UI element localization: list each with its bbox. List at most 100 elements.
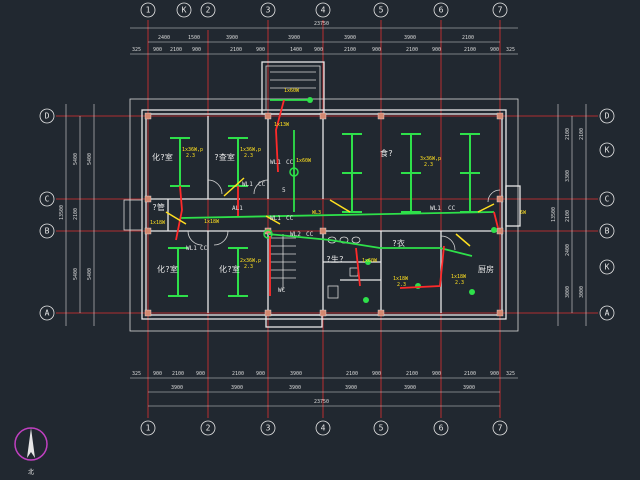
- axis-lines: [56, 20, 598, 418]
- dim-value: 2400: [158, 35, 170, 41]
- switch-label: 5: [282, 187, 286, 194]
- axis-label: 7: [498, 6, 503, 15]
- room-small: ?管: [152, 202, 165, 212]
- axis-label: B: [605, 227, 610, 236]
- circuit-label: CC: [448, 205, 456, 212]
- dim-value: 5400: [73, 153, 79, 165]
- lamp-label: 1x60W: [362, 258, 378, 264]
- dim-value: 900: [490, 47, 499, 53]
- room-wc: ?生?: [326, 254, 344, 264]
- axis-label: 2: [206, 424, 211, 433]
- dim-value: 13500: [551, 207, 557, 222]
- dim-value: 2100: [565, 128, 571, 140]
- room-lab3: 化?室: [219, 264, 240, 274]
- svg-text:北: 北: [28, 468, 34, 476]
- dim-value: 3900: [171, 385, 183, 391]
- light-fixtures: [168, 97, 497, 303]
- dim-value: 900: [153, 47, 162, 53]
- dim-value: 2100: [464, 371, 476, 377]
- axis-label: 5: [379, 424, 384, 433]
- lamp-label: 1x18W: [204, 219, 220, 225]
- axis-label: K: [182, 6, 187, 15]
- room-lab1: 化?室: [152, 152, 173, 162]
- dim-value: 2100: [406, 371, 418, 377]
- dim-value: 900: [372, 371, 381, 377]
- dim-value: 900: [256, 47, 265, 53]
- axis-bubbles-left: D C B A: [39, 108, 55, 321]
- dim-value: 2100: [230, 47, 242, 53]
- lamp-label: 2x36W,p: [240, 258, 261, 264]
- dim-value: 3900: [226, 35, 238, 41]
- dim-value: 3000: [579, 286, 585, 298]
- dim-value: 1400: [290, 47, 302, 53]
- panel-label: AL1: [232, 205, 243, 212]
- lamp-label: 3x36W,p: [420, 156, 441, 162]
- room-kitchen: 厨房: [478, 264, 494, 274]
- dim-value: 2100: [346, 371, 358, 377]
- axis-bubbles-right: D K C B K A: [599, 108, 615, 321]
- dim-value: 5400: [87, 153, 93, 165]
- axis-label: 6: [439, 6, 444, 15]
- dim-value: 13500: [59, 205, 65, 220]
- axis-label: K: [605, 263, 610, 272]
- axis-label: D: [45, 112, 50, 121]
- axis-label: C: [605, 195, 610, 204]
- dim-value: 900: [314, 47, 323, 53]
- lamp-label: 6W: [520, 210, 527, 216]
- circuit-label: CC: [286, 159, 294, 166]
- circuit-label: CC: [200, 245, 208, 252]
- dim-value: 325: [132, 371, 141, 377]
- lamp-label: 1x13W: [274, 122, 290, 128]
- dimension-right: 2100 3300 2100 2400 3000 13500 2100 3000: [551, 104, 587, 326]
- dim-value: 2100: [344, 47, 356, 53]
- lamp-label: 1x18W: [150, 220, 166, 226]
- dim-value: 900: [490, 371, 499, 377]
- axis-label: 5: [379, 6, 384, 15]
- lamp-height: 2.3: [244, 264, 253, 270]
- lamp-label: 1x18W: [393, 276, 409, 282]
- axis-label: 2: [206, 6, 211, 15]
- dim-value: 1500: [188, 35, 200, 41]
- dim-value: 2100: [462, 35, 474, 41]
- axis-label: B: [45, 227, 50, 236]
- room-hall: 食?: [380, 148, 393, 158]
- axis-label: 1: [146, 6, 151, 15]
- axis-label: 4: [321, 6, 326, 15]
- circuit-label: WL1: [270, 215, 281, 222]
- dim-value: 2400: [565, 244, 571, 256]
- dim-value: 900: [372, 47, 381, 53]
- axis-label: A: [605, 309, 610, 318]
- dim-value: 3900: [404, 385, 416, 391]
- axis-label: K: [605, 146, 610, 155]
- dim-value: 5400: [87, 268, 93, 280]
- axis-label: 3: [266, 6, 271, 15]
- dimension-bottom: 325 900 2100 900 2100 900 3900 2100 900 …: [130, 371, 518, 407]
- dim-value: 325: [506, 371, 515, 377]
- lamp-height: 2.3: [186, 153, 195, 159]
- lamp-height: 2.3: [455, 280, 464, 286]
- axis-label: 7: [498, 424, 503, 433]
- dim-value: 3900: [289, 385, 301, 391]
- lamp-label: 1x18W: [451, 274, 467, 280]
- dim-value: 2100: [406, 47, 418, 53]
- circuit-label: WL1: [186, 245, 197, 252]
- dimension-left: 13500 5400 2100 5400 5400 5400: [59, 104, 95, 326]
- dim-value: 900: [196, 371, 205, 377]
- dim-value: 2100: [170, 47, 182, 53]
- circuit-label: CC: [306, 231, 314, 238]
- lamp-height: 2.3: [397, 282, 406, 288]
- wiring: [165, 99, 499, 296]
- circuit-label: CC: [258, 181, 266, 188]
- circuit-label: WL1: [270, 159, 281, 166]
- dim-value: 900: [432, 371, 441, 377]
- dim-total-top: 23750: [314, 21, 329, 27]
- dim-value: 2100: [579, 128, 585, 140]
- dim-value: 900: [432, 47, 441, 53]
- axis-label: A: [45, 309, 50, 318]
- axis-label: 3: [266, 424, 271, 433]
- dim-value: 3900: [290, 371, 302, 377]
- dim-value: 3900: [345, 385, 357, 391]
- fixture-labels: 1x36W,p 2.3 1x36W,p 2.3 3x36W,p 2.3 2x36…: [150, 88, 527, 294]
- lamp-height: 2.3: [244, 153, 253, 159]
- north-arrow-icon: 北: [14, 427, 48, 476]
